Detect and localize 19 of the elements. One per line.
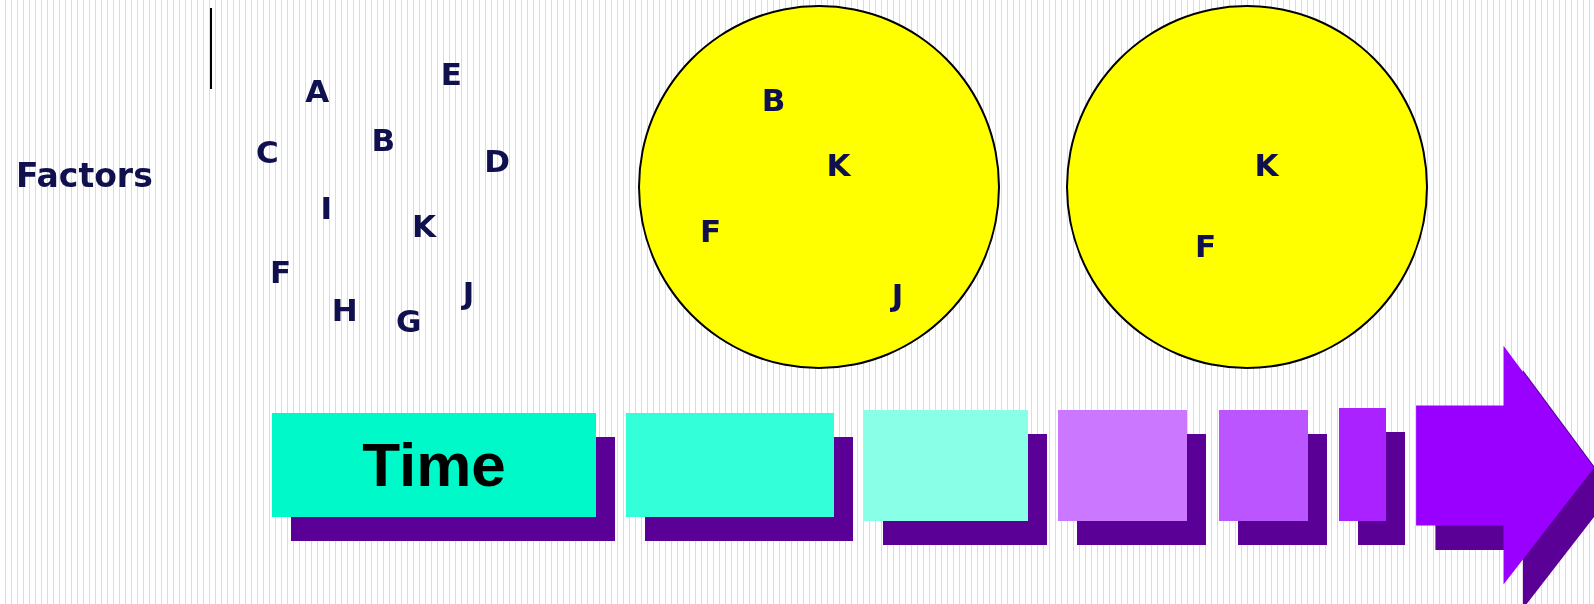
letter-label: K (826, 149, 851, 181)
letter-label: I (320, 192, 333, 224)
letter-label: E (440, 58, 462, 90)
letter-label: K (411, 210, 436, 242)
letter-label: F (1195, 230, 1217, 262)
letter-label: J (462, 277, 475, 309)
letter-label: F (269, 256, 292, 288)
letter-label: A (305, 76, 330, 107)
letter-label: B (761, 84, 786, 116)
letter-label: B (371, 124, 396, 156)
letter-label: H (331, 294, 358, 326)
letter-label: C (256, 137, 279, 168)
letter-label: J (891, 279, 904, 311)
letter-label: G (395, 305, 422, 337)
letter-label: K (1254, 149, 1279, 181)
letter-label: D (484, 145, 510, 177)
letter-label: F (699, 215, 722, 247)
row-label: Factors (15, 158, 153, 192)
axis-title: Time (362, 434, 506, 497)
